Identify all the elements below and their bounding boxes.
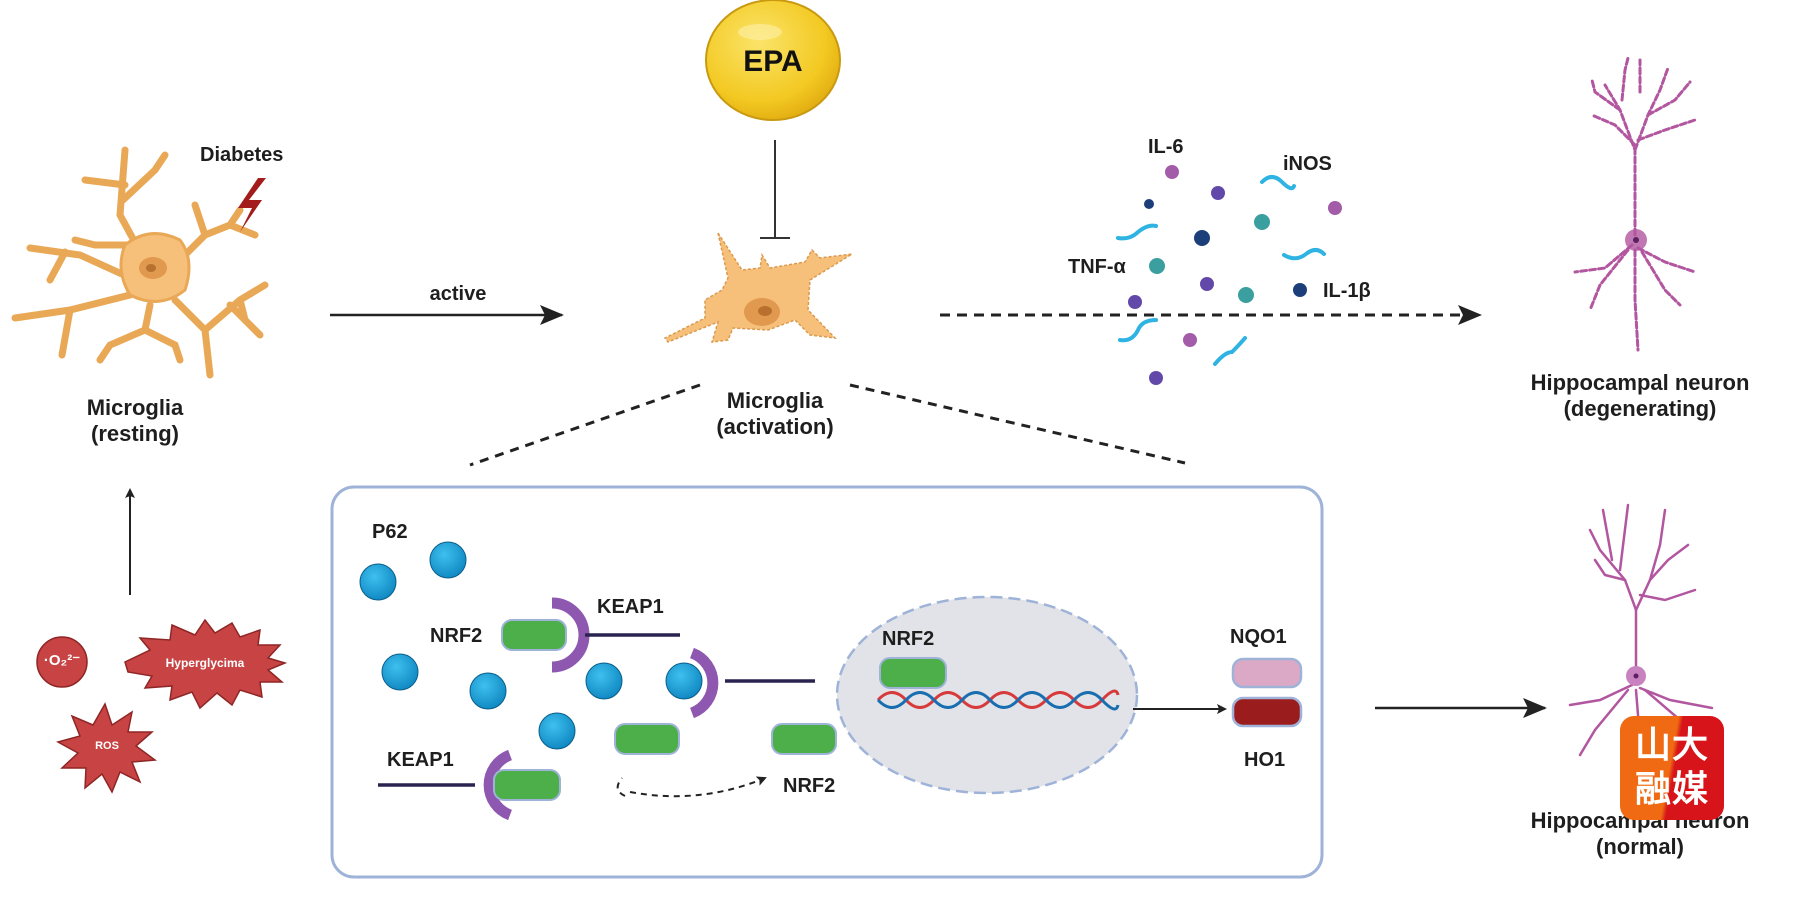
nrf2-release-dashed-arrow xyxy=(616,778,765,798)
nqo1-protein xyxy=(1231,657,1303,689)
nucleus xyxy=(835,595,1139,795)
normal-neuron-icon xyxy=(1568,503,1714,757)
nrf2-free-1 xyxy=(614,723,680,755)
degenerating-label-line2: (degenerating) xyxy=(1563,396,1717,422)
p62-label: P62 xyxy=(372,521,408,543)
il6-label: IL-6 xyxy=(1148,136,1184,158)
cytokine-strand xyxy=(1282,248,1326,261)
nrf2-nucleus-label: NRF2 xyxy=(882,628,935,650)
activated-microglia-label: Microglia (activation) xyxy=(695,388,855,441)
zoom-line-left xyxy=(469,383,701,467)
p62-ball xyxy=(585,662,623,700)
normal-label-line2: (normal) xyxy=(1596,834,1684,860)
dna-helix-icon xyxy=(876,689,1120,711)
cytokine-dot xyxy=(1183,333,1197,347)
cytokine-strand xyxy=(1260,175,1296,191)
watermark-logo: 山大 融媒 xyxy=(1620,716,1724,820)
pathway-box xyxy=(330,485,1324,879)
p62-ball xyxy=(429,541,467,579)
resting-microglia-label: Microglia (resting) xyxy=(60,395,210,448)
degenerating-label-line1: Hippocampal neuron xyxy=(1530,370,1750,395)
ho1-protein xyxy=(1231,696,1303,728)
watermark-text: 山大 融媒 xyxy=(1620,724,1724,812)
watermark-line2: 融媒 xyxy=(1634,769,1709,810)
nrf2-left-label: NRF2 xyxy=(430,625,483,647)
tnfa-label: TNF-α xyxy=(1068,256,1126,278)
degenerating-neuron-icon xyxy=(1573,56,1697,352)
p62-ball xyxy=(381,653,419,691)
epa-inhibition-line xyxy=(760,140,790,239)
cytokine-strand xyxy=(1118,318,1158,343)
activated-microglia-icon xyxy=(663,232,853,343)
il1b-label: IL-1β xyxy=(1323,280,1371,302)
cytokine-dot xyxy=(1144,199,1154,209)
p62-ball xyxy=(359,563,397,601)
hyperglycemia-label: Hyperglycima xyxy=(165,656,245,670)
superoxide-label: ·O₂²⁻ xyxy=(43,652,81,669)
keap1-top-label: KEAP1 xyxy=(597,596,664,618)
cytokine-dot xyxy=(1149,371,1163,385)
inos-label: iNOS xyxy=(1283,153,1332,175)
cytokine-dot xyxy=(1149,258,1165,274)
nqo1-label: NQO1 xyxy=(1230,626,1287,648)
cytokine-dot xyxy=(1293,283,1307,297)
nrf2-keap1-complex-bottom xyxy=(378,749,561,821)
zoom-line-right xyxy=(849,383,1186,465)
resting-label-line1: Microglia xyxy=(86,395,184,420)
cytokine-dot xyxy=(1211,186,1225,200)
p62-ball xyxy=(538,712,576,750)
cytokine-dot xyxy=(1328,201,1342,215)
epa-label: EPA xyxy=(743,45,803,78)
cytokine-strand xyxy=(1116,223,1158,241)
cytokine-dot xyxy=(1238,287,1254,303)
nrf2-keap1-complex-top xyxy=(501,597,680,673)
lightning-icon xyxy=(238,178,266,232)
degenerating-neuron-label: Hippocampal neuron (degenerating) xyxy=(1490,370,1790,423)
p62-particles xyxy=(359,541,703,750)
active-arrow-label: active xyxy=(429,283,487,305)
ros-burst-icon xyxy=(56,702,158,794)
ho1-label: HO1 xyxy=(1244,749,1286,771)
cytokine-particles xyxy=(1116,165,1342,385)
nrf2-nuclear xyxy=(879,657,947,689)
nrf2-free-2 xyxy=(771,723,837,755)
resting-microglia-icon xyxy=(11,146,269,379)
activated-label-line1: Microglia xyxy=(726,388,824,413)
hyperglycemia-burst-icon xyxy=(124,618,288,710)
p62-ball xyxy=(469,672,507,710)
watermark-line1: 山大 xyxy=(1634,725,1709,766)
resting-label-line2: (resting) xyxy=(91,421,179,447)
ros-label: ROS xyxy=(95,740,119,752)
diabetes-label: Diabetes xyxy=(200,144,284,166)
cytokine-dot xyxy=(1194,230,1210,246)
activated-label-line2: (activation) xyxy=(716,414,834,440)
cytokine-strand xyxy=(1213,336,1247,366)
cytokine-dot xyxy=(1200,277,1214,291)
keap1-p62-complex xyxy=(689,647,815,719)
cytokine-dot xyxy=(1128,295,1142,309)
superoxide-icon xyxy=(36,636,88,688)
nrf2-released-label: NRF2 xyxy=(783,775,836,797)
cytokine-dot xyxy=(1165,165,1179,179)
keap1-bottom-label: KEAP1 xyxy=(387,749,454,771)
cytokine-dot xyxy=(1254,214,1270,230)
p62-ball xyxy=(665,662,703,700)
